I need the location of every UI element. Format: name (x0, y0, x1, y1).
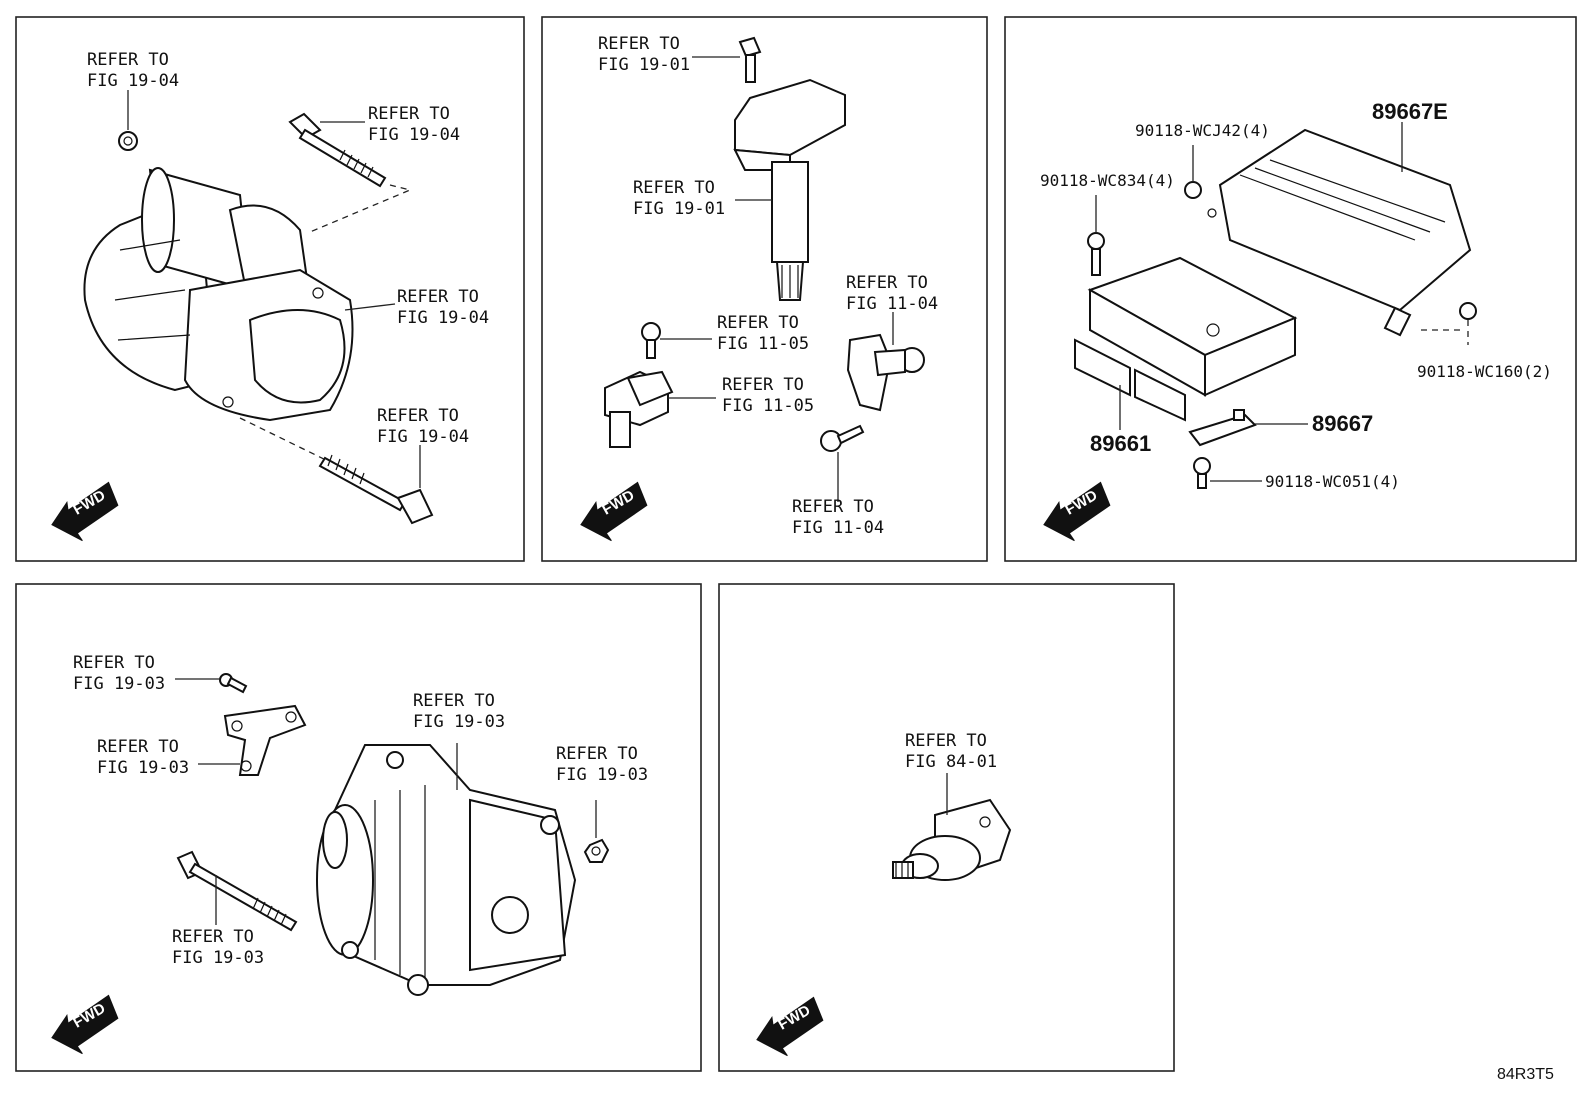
label-fig-4: FIG 19-04 (377, 427, 469, 447)
label-refer-3: REFER TO (717, 313, 799, 333)
leader-flange (344, 303, 396, 311)
alternator-bolt-small (219, 673, 248, 694)
label-refer-4: REFER TO (556, 744, 638, 764)
part-number-wc051: 90118-WC051(4) (1265, 472, 1400, 491)
label-fig-2: FIG 19-01 (633, 199, 725, 219)
label-fig-3: FIG 19-03 (413, 712, 505, 732)
label-refer-4: REFER TO (722, 375, 804, 395)
panel-ignition: REFER TO FIG 19-01 REFER TO FIG 19-01 RE… (541, 16, 988, 562)
sensor-bolt-2 (820, 424, 865, 452)
label-fig-4: FIG 11-05 (722, 396, 814, 416)
coil-bolt (738, 36, 762, 83)
part-number-wc834: 90118-WC834(4) (1040, 171, 1175, 190)
label-fig-5: FIG 11-04 (846, 294, 938, 314)
label-fig-2: FIG 19-04 (368, 125, 460, 145)
label-fig-2: FIG 19-03 (97, 758, 189, 778)
sensor-bolt-1 (641, 322, 661, 359)
pressure-sensor-illustration (892, 798, 1012, 881)
label-refer-6: REFER TO (792, 497, 874, 517)
dash-line-lower (239, 417, 331, 463)
label-refer-2: REFER TO (633, 178, 715, 198)
label-refer-3: REFER TO (397, 287, 479, 307)
panel-sensor: REFER TO FIG 84-01 FWD (718, 583, 1175, 1072)
alternator-bracket (223, 704, 307, 776)
alternator-illustration (316, 744, 577, 996)
label-fig-5: FIG 19-03 (172, 948, 264, 968)
starter-motor-illustration (83, 131, 354, 422)
label-fig-4: FIG 19-03 (556, 765, 648, 785)
panel-ecu: 89667E 90118-WCJ42(4) 90118-WC834(4) 901… (1004, 16, 1577, 562)
label-refer-3: REFER TO (413, 691, 495, 711)
label-refer-1: REFER TO (598, 34, 680, 54)
ignition-coil-illustration (733, 78, 846, 301)
bolt-lower (318, 454, 434, 525)
ecu-module-illustration (1074, 256, 1298, 422)
label-refer-4: REFER TO (377, 406, 459, 426)
bolt-upper (288, 112, 387, 188)
label-refer-1: REFER TO (905, 731, 987, 751)
label-refer-5: REFER TO (846, 273, 928, 293)
label-refer-1: REFER TO (73, 653, 155, 673)
alternator-nut (583, 838, 610, 863)
dash-line-upper (309, 184, 413, 233)
label-refer-2: REFER TO (97, 737, 179, 757)
part-number-89667: 89667 (1312, 411, 1373, 436)
crank-sensor-illustration (604, 370, 674, 448)
panel-alternator: REFER TO FIG 19-03 REFER TO FIG 19-03 RE… (15, 583, 702, 1072)
label-fig-1: FIG 84-01 (905, 752, 997, 772)
ecu-bracket-illustration (1188, 409, 1257, 447)
label-fig-1: FIG 19-01 (598, 55, 690, 75)
figure-code: 84R3T5 (1497, 1066, 1554, 1083)
label-fig-3: FIG 11-05 (717, 334, 809, 354)
ecu-bolts (1087, 181, 1477, 489)
part-number-89661: 89661 (1090, 431, 1151, 456)
part-number-wc160: 90118-WC160(2) (1417, 362, 1552, 381)
dash-line-ecu (1420, 320, 1469, 345)
label-fig-6: FIG 11-04 (792, 518, 884, 538)
cam-sensor-illustration (846, 333, 925, 412)
part-number-89667e: 89667E (1372, 99, 1448, 124)
panel-starter: REFER TO FIG 19-04 REFER TO FIG 19-04 RE… (15, 16, 525, 562)
label-fig-1: FIG 19-04 (87, 71, 179, 91)
label-refer-2: REFER TO (368, 104, 450, 124)
part-number-wcj42: 90118-WCJ42(4) (1135, 121, 1270, 140)
label-refer-5: REFER TO (172, 927, 254, 947)
label-refer-1: REFER TO (87, 50, 169, 70)
ecu-cover-illustration (1207, 128, 1472, 337)
label-fig-3: FIG 19-04 (397, 308, 489, 328)
label-fig-1: FIG 19-03 (73, 674, 165, 694)
